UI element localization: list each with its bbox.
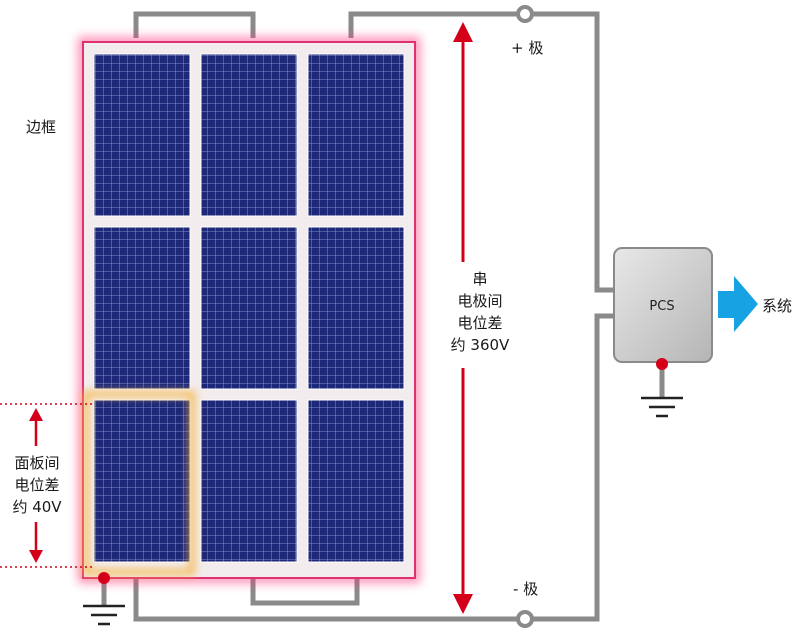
panel-voltage-indicator [0,403,94,568]
frame-ground-symbol-icon [83,604,125,626]
positive-wire [348,11,519,38]
solar-panel-r2-c3 [307,226,405,390]
negative-to-pcs-wire [531,313,614,622]
pcs-ground-dot [656,358,668,370]
solar-panel-r3-c3 [307,399,405,563]
positive-terminal-label: + 极 [511,39,544,57]
string-voltage-label: 串 电极间 电位差 约 360V [425,268,535,356]
solar-panel-r3-c1 [93,399,191,563]
solar-panel-r1-c3 [307,53,405,217]
solar-panel-grid [93,53,405,563]
string-voltage-arrow [453,22,473,614]
positive-to-pcs-wire [531,11,614,293]
output-arrow-icon [718,276,758,332]
negative-terminal-label: - 极 [513,580,539,598]
string-voltage-line-3: 电位差 [457,314,503,332]
solar-panel-r3-c2 [200,399,298,563]
pcs-unit [613,247,713,370]
negative-terminal-ring-icon [516,610,534,628]
pcs-label: PCS [649,299,675,314]
pcs-ground-symbol-icon [641,396,683,418]
frame-ground-dot [98,572,110,584]
solar-panel-r2-c1 [93,226,191,390]
bottom-jumper-wire [250,578,360,606]
system-label: 系统 [762,297,793,315]
negative-wire [133,578,519,622]
frame-label: 边框 [26,118,57,136]
top-jumper-wire [133,11,256,38]
highlighted-panel-outline [82,390,196,576]
panel-voltage-line-2: 电位差 [14,476,60,494]
solar-panel-r1-c2 [200,53,298,217]
string-voltage-line-1: 串 [472,270,488,288]
positive-terminal-ring-icon [516,5,534,23]
string-voltage-line-4: 约 360V [450,336,510,354]
panel-voltage-line-1: 面板间 [14,454,60,472]
solar-panel-r1-c1 [93,53,191,217]
string-voltage-line-2: 电极间 [457,292,503,310]
panel-voltage-line-3: 约 40V [12,498,62,516]
panel-voltage-label: 面板间 电位差 约 40V [0,452,74,518]
wiring [101,11,665,622]
solar-panel-r2-c2 [200,226,298,390]
